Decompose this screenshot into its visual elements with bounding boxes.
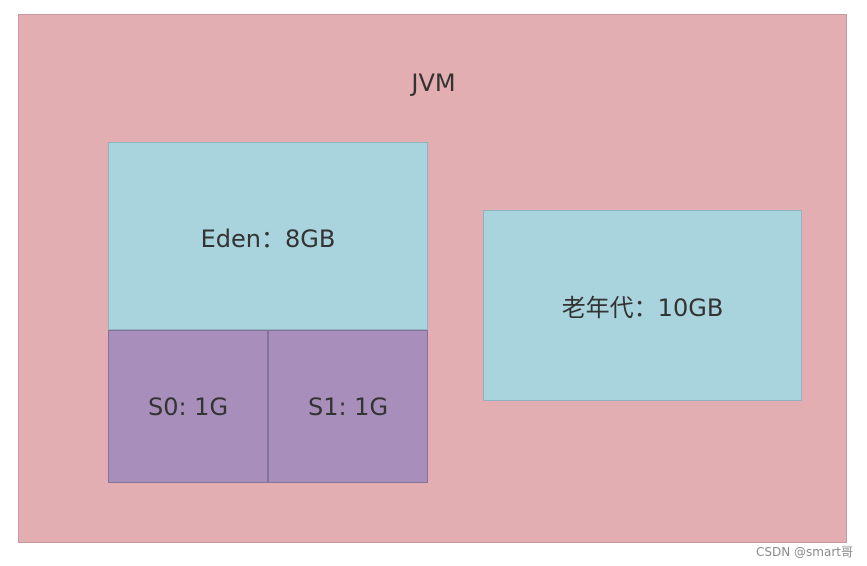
survivor-s0-region: S0: 1G xyxy=(108,330,268,483)
watermark: CSDN @smart哥 xyxy=(756,545,853,559)
eden-label: Eden：8GB xyxy=(200,224,336,253)
old-generation-region: 老年代：10GB xyxy=(483,210,802,401)
jvm-title: JVM xyxy=(411,69,456,97)
s1-label: S1: 1G xyxy=(307,392,389,421)
survivor-s1-region: S1: 1G xyxy=(268,330,428,483)
old-generation-label: 老年代：10GB xyxy=(561,294,724,322)
eden-region: Eden：8GB xyxy=(108,142,428,330)
s0-label: S0: 1G xyxy=(147,392,229,421)
